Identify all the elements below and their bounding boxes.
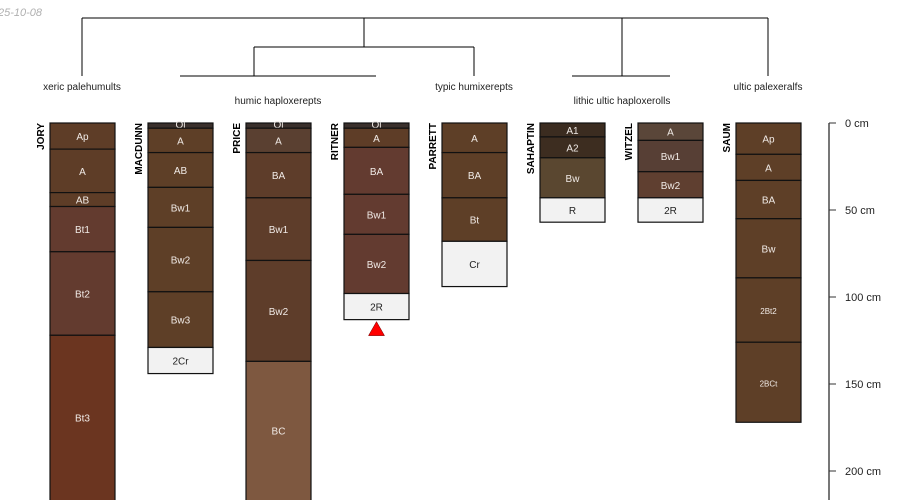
profile-name: SAHAPTIN [526,123,537,174]
horizon-label: BA [370,167,384,178]
horizon-label: BA [272,171,286,182]
horizon [147,226,214,293]
horizon-label: R [569,206,576,217]
horizon-label: Bw3 [171,316,191,327]
horizon [735,153,802,182]
horizon-label: 2R [664,206,677,217]
horizon [147,127,214,154]
horizon-label: Bw [762,244,777,255]
horizon-label: A [765,163,772,174]
profile-name: SAUM [722,123,733,152]
horizon [147,291,214,349]
depth-tick-label: 200 cm [845,466,881,478]
horizon [245,360,312,500]
horizon [245,259,312,362]
taxon-label: lithic ultic haploxerolls [574,96,671,107]
horizon [49,334,116,500]
horizon-label: A [667,128,674,139]
profile-name: JORY [36,123,47,150]
horizon [343,146,410,195]
horizon [245,197,312,262]
horizon [637,197,704,223]
horizon-label: A [471,134,478,145]
horizon-label: A [177,136,184,147]
horizon-label: 2BCt [760,379,779,388]
taxon-label: typic humixerepts [435,82,513,93]
horizon-label: BA [468,171,482,182]
horizon [637,139,704,173]
horizon-label: Bw [566,174,581,185]
horizon-label: A1 [566,126,579,137]
horizon [735,218,802,279]
horizon [343,193,410,235]
taxon-label: humic haploxerepts [235,96,322,107]
horizon [735,122,802,155]
horizon [49,251,116,336]
horizon-label: Bw1 [661,152,681,163]
horizon-label: Cr [469,260,480,271]
horizon [147,186,214,229]
horizon [441,122,508,154]
depth-tick-label: 0 cm [845,118,869,130]
profile-name: RITNER [330,122,341,160]
horizon [539,157,606,199]
depth-tick-label: 150 cm [845,379,881,391]
horizon-label: 2R [370,303,383,314]
horizon-label: Bw2 [367,260,387,271]
horizon-label: A [79,167,86,178]
horizon-label: Bw1 [367,210,387,221]
horizon [441,151,508,199]
horizon-label: Oi [372,120,382,131]
horizon-label: Bw2 [171,256,191,267]
horizon-label: Bw1 [269,225,289,236]
date-stamp: 25-10-08 [0,7,43,19]
horizon-label: Bt2 [75,290,90,301]
horizon [343,233,410,295]
depth-tick-label: 50 cm [845,205,875,217]
horizon [49,205,116,253]
horizon [441,240,508,288]
horizon-label: AB [174,166,188,177]
horizon-label: Bt3 [75,414,90,425]
horizon-label: A [275,136,282,147]
taxon-label: ultic palexeralfs [734,82,803,93]
horizon-label: AB [76,196,90,207]
depth-tick-label: 100 cm [845,292,881,304]
taxon-label: xeric palehumults [43,82,121,93]
horizon-label: Bw2 [661,181,681,192]
horizon [147,346,214,375]
horizon [343,292,410,321]
horizon-label: Bw1 [171,203,191,214]
profile-name: PARRETT [428,123,439,169]
horizon-label: BC [272,427,286,438]
horizon-label: Ap [76,132,89,143]
horizon-label: A2 [566,143,579,154]
horizon [735,179,802,220]
horizon-label: Bw2 [269,307,289,318]
horizon-label: BA [762,196,776,207]
horizon-label: Bt [470,216,480,227]
horizon-label: A [373,134,380,145]
horizon [49,122,116,150]
horizon-label: 2Bt2 [760,307,777,316]
horizon-label: Oi [176,120,186,131]
horizon-label: Ap [762,135,775,146]
horizon [539,197,606,223]
horizon-label: Bt1 [75,225,90,236]
horizon [735,277,802,343]
horizon-label: Oi [274,120,284,131]
profile-name: WITZEL [624,123,635,160]
bottom-marker-icon [368,321,385,336]
horizon [735,341,802,423]
profile-name: MACDUNN [134,123,145,175]
horizon-label: 2Cr [172,357,189,368]
profile-name: PRICE [232,123,243,154]
